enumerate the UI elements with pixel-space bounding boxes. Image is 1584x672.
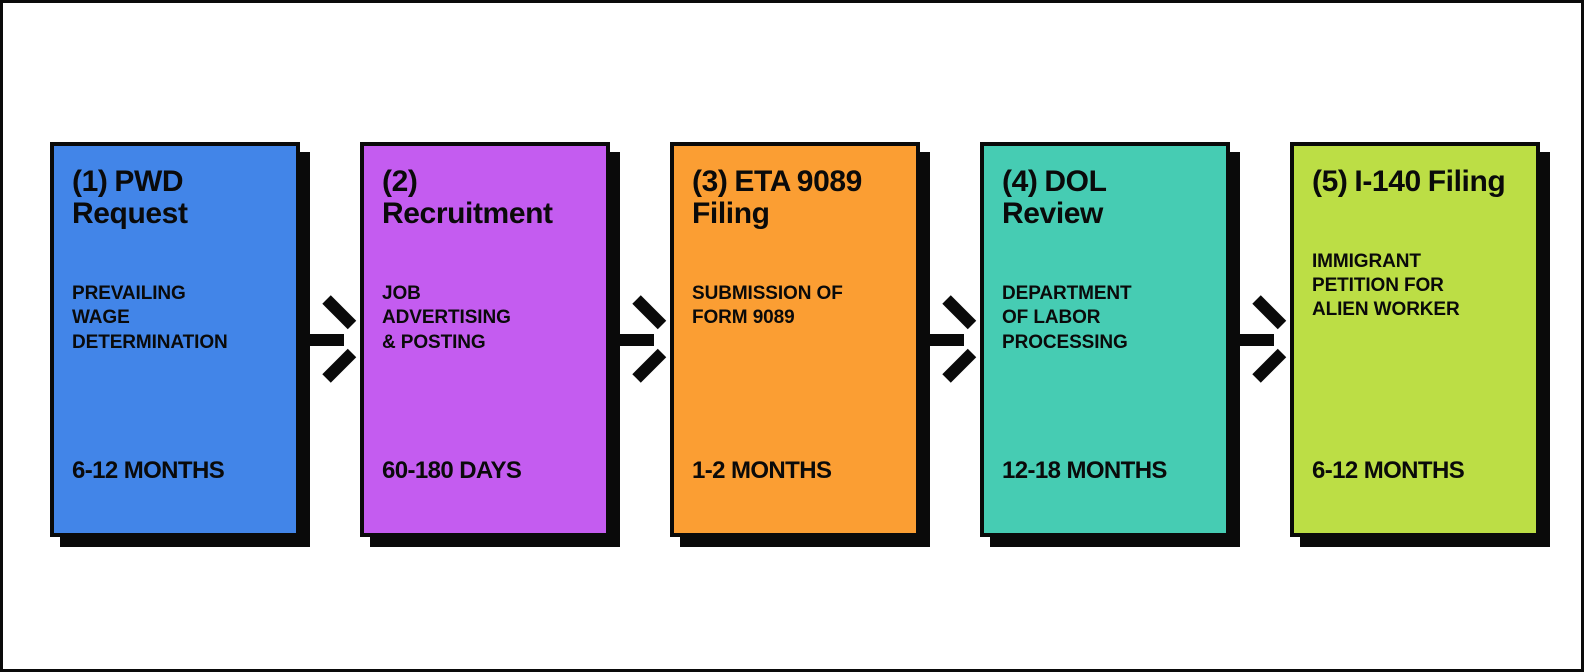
step-duration: 60-180 DAYS	[382, 457, 522, 485]
arrow-stem	[614, 334, 654, 346]
step-duration: 6-12 MONTHS	[72, 457, 225, 485]
step-duration: 12-18 MONTHS	[1002, 457, 1167, 485]
arrow-right-icon	[614, 295, 667, 383]
arrow-head-upper	[632, 295, 667, 330]
arrow-stem	[304, 334, 344, 346]
step-description: JOB ADVERTISING & POSTING	[382, 283, 511, 353]
arrow-right-icon	[1234, 295, 1287, 383]
step-title: (3) ETA 9089 Filing	[692, 164, 862, 230]
arrow-head-lower	[942, 348, 977, 383]
arrow-head-upper	[322, 295, 357, 330]
arrow-head-upper	[942, 295, 977, 330]
flow-connector-1	[300, 142, 360, 537]
step-description: DEPARTMENT OF LABOR PROCESSING	[1002, 283, 1132, 353]
arrow-head-upper	[1252, 295, 1287, 330]
step-description: IMMIGRANT PETITION FOR ALIEN WORKER	[1312, 250, 1460, 321]
step-title: (5) I-140 Filing	[1312, 164, 1506, 198]
arrow-head-lower	[632, 348, 667, 383]
step-duration: 6-12 MONTHS	[1312, 457, 1465, 485]
flow-connector-4	[1230, 142, 1290, 537]
step-description: SUBMISSION OF FORM 9089	[692, 283, 843, 329]
step-duration: 1-2 MONTHS	[692, 457, 832, 485]
flow-connector-3	[920, 142, 980, 537]
arrow-right-icon	[924, 295, 977, 383]
step-title: (2) Recruitment	[382, 164, 553, 230]
arrow-stem	[1234, 334, 1274, 346]
flow-connector-2	[610, 142, 670, 537]
arrow-head-lower	[322, 348, 357, 383]
arrow-stem	[924, 334, 964, 346]
step-title: (1) PWD Request	[72, 164, 188, 230]
arrow-right-icon	[304, 295, 357, 383]
arrow-head-lower	[1252, 348, 1287, 383]
step-title: (4) DOL Review	[1002, 164, 1106, 230]
step-description: PREVAILING WAGE DETERMINATION	[72, 283, 228, 353]
